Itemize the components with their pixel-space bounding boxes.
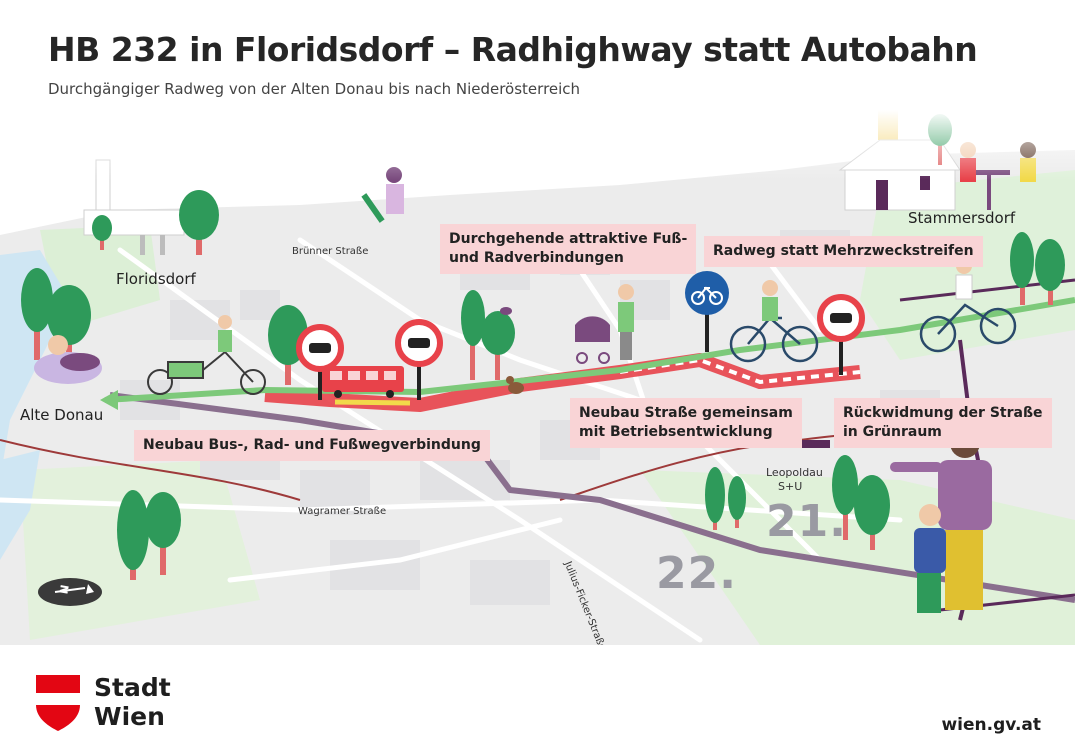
- logo-line: Wien: [94, 702, 165, 731]
- callout-radweg: Radweg statt Mehrzweckstreifen: [704, 236, 983, 267]
- street-label-wagramer: Wagramer Straße: [298, 506, 387, 517]
- page-title: HB 232 in Floridsdorf – Radhighway statt…: [48, 30, 978, 69]
- callout-durchgehende-verbindungen: Durchgehende attraktive Fuß- und Radverb…: [440, 224, 697, 274]
- tree-icon: [854, 475, 890, 550]
- arrow-icon: [100, 390, 118, 410]
- callout-neubau-bus: Neubau Bus-, Rad- und Fußwegverbindung: [134, 430, 490, 461]
- place-label-stammersdorf: Stammersdorf: [908, 209, 1016, 227]
- stadt-wien-logo-text: Stadt Wien: [94, 673, 171, 731]
- tree-icon: [481, 311, 515, 380]
- callout-line: Neubau Bus-, Rad- und Fußwegverbindung: [143, 437, 481, 453]
- person-icon: [914, 504, 946, 613]
- tree-icon: [705, 467, 725, 530]
- route-red-dashes: [619, 357, 861, 385]
- stadt-wien-logo-icon: [36, 675, 80, 731]
- district-label-21: 21.: [766, 496, 847, 547]
- station-marker: [790, 440, 830, 448]
- water-area: [0, 450, 40, 560]
- website-link[interactable]: wien.gv.at: [941, 715, 1041, 735]
- map-illustration: [0, 110, 1075, 645]
- place-label-leopoldau: Leopoldau: [766, 466, 823, 479]
- footer: [0, 645, 1075, 754]
- callout-line: Rückwidmung der Straße: [843, 405, 1043, 421]
- place-label-alte-donau: Alte Donau: [20, 406, 104, 424]
- tree-icon: [145, 492, 181, 575]
- compass-label: N: [57, 583, 72, 596]
- highway-a22: [109, 392, 1075, 603]
- page-subtitle: Durchgängiger Radweg von der Alten Donau…: [48, 80, 581, 98]
- place-label-floridsdorf: Floridsdorf: [116, 270, 196, 288]
- route-yellow-segment: [334, 399, 411, 406]
- compass-icon: [38, 578, 102, 606]
- place-label-leopoldau-su: S+U: [778, 480, 803, 493]
- callout-line: mit Betriebsentwicklung: [579, 424, 773, 440]
- no-motor-vehicles-sign-icon: [296, 324, 344, 400]
- district-label-22: 22.: [656, 548, 737, 599]
- rail-line: [0, 439, 301, 501]
- bus-icon: [322, 366, 404, 398]
- callout-line: und Radverbindungen: [449, 250, 624, 266]
- logo-line: Stadt: [94, 673, 171, 702]
- no-motor-vehicles-sign-icon: [395, 319, 443, 400]
- callout-rueckwidmung: Rückwidmung der Straße in Grünraum: [834, 398, 1052, 448]
- callout-line: Neubau Straße gemeinsam: [579, 405, 793, 421]
- tree-icon: [728, 476, 746, 528]
- person-icon: [218, 315, 232, 352]
- swimmer-icon: [34, 335, 102, 384]
- route-green-highway: [104, 297, 1075, 403]
- tree-icon: [832, 455, 858, 540]
- callout-line: Radweg statt Mehrzweckstreifen: [713, 243, 974, 259]
- street-label-bruenner: Brünner Straße: [292, 246, 369, 257]
- callout-line: Durchgehende attraktive Fuß-: [449, 231, 688, 247]
- tree-icon: [117, 490, 149, 580]
- stroller-icon: [575, 316, 610, 364]
- dog-icon: [506, 376, 524, 394]
- callout-line: in Grünraum: [843, 424, 942, 440]
- callout-neubau-strasse: Neubau Straße gemeinsam mit Betriebsentw…: [570, 398, 802, 448]
